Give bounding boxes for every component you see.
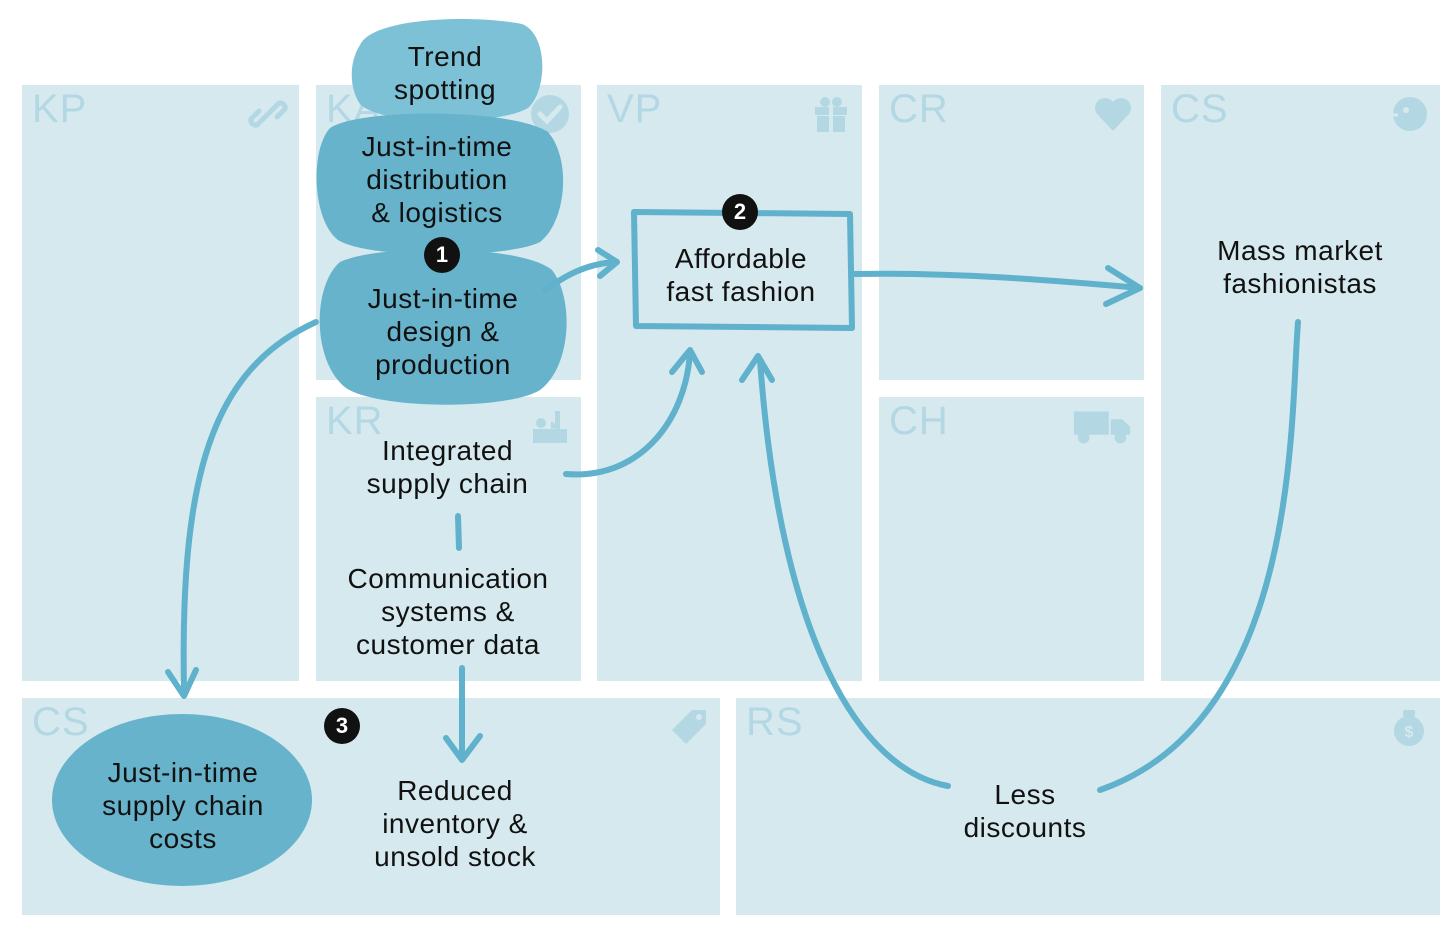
jit-distribution-blob — [316, 113, 564, 255]
arrow-value-to-segments — [852, 270, 1143, 291]
gift-icon — [815, 97, 847, 132]
affordable-box — [631, 209, 855, 331]
channels-block: CH — [879, 397, 1144, 681]
key-resources-block: KR — [316, 397, 581, 681]
jit-costs-note: Just-in-time supply chain costs — [102, 757, 264, 854]
reduced-inventory-note: Reduced inventory & unsold stock — [374, 775, 536, 872]
block-code: CR — [889, 87, 949, 131]
block-code: CH — [889, 399, 949, 443]
block-code: RS — [746, 700, 804, 744]
block-code: CS — [32, 700, 90, 744]
arrow-design-to-value — [542, 259, 618, 293]
factory-icon — [533, 411, 567, 443]
block-code: VP — [607, 87, 663, 131]
check-circle-icon — [531, 95, 569, 133]
mass-market-note: Mass market fashionistas — [1217, 235, 1383, 299]
heart-icon — [1095, 98, 1131, 131]
divider-stroke — [455, 513, 462, 551]
jit-design-note: Just-in-time design & production — [367, 283, 519, 380]
trend-spotting-note: Trend spotting — [393, 41, 497, 105]
customer-relationships-block: CR — [879, 85, 1144, 380]
truck-icon — [1073, 411, 1131, 444]
block-code: KR — [326, 399, 384, 443]
arrowhead — [595, 247, 620, 279]
arrow-discounts-to-value — [757, 357, 951, 789]
arrow-design-to-costs — [180, 319, 319, 693]
trend-spotting-blob — [351, 18, 543, 122]
marker-3: 3 — [324, 708, 360, 744]
marker-1: 1 — [424, 237, 460, 273]
arrowhead — [165, 667, 199, 699]
arrowhead — [669, 347, 705, 375]
arrowhead — [1103, 265, 1143, 307]
less-discounts-note: Less discounts — [963, 779, 1087, 843]
svg-text:$: $ — [1405, 724, 1414, 741]
value-proposition-block: VP — [597, 85, 862, 681]
block-code: KP — [32, 87, 88, 131]
jit-costs-blob — [52, 714, 312, 886]
arrow-supply-to-value — [563, 349, 693, 478]
marker-2: 2 — [722, 194, 758, 230]
arrowhead — [739, 353, 775, 383]
key-partners-block: KP — [22, 85, 299, 681]
integrated-supply-note: Integrated supply chain — [366, 435, 529, 499]
arrow-segments-to-discounts — [1097, 319, 1301, 793]
affordable-note: Affordable fast fashion — [666, 243, 816, 307]
block-code: CS — [1171, 87, 1229, 131]
arrowhead — [443, 733, 483, 763]
money-bag-icon: $ — [1394, 710, 1424, 746]
jit-design-blob — [319, 249, 567, 405]
link-icon — [248, 100, 288, 128]
price-tag-icon — [672, 710, 706, 744]
communication-note: Communication systems & customer data — [347, 563, 549, 660]
customer-segments-block: CS — [1161, 85, 1440, 681]
jit-distribution-note: Just-in-time distribution & logistics — [361, 131, 513, 228]
revenue-streams-block: RS $ — [736, 698, 1440, 915]
face-icon — [1392, 97, 1427, 131]
